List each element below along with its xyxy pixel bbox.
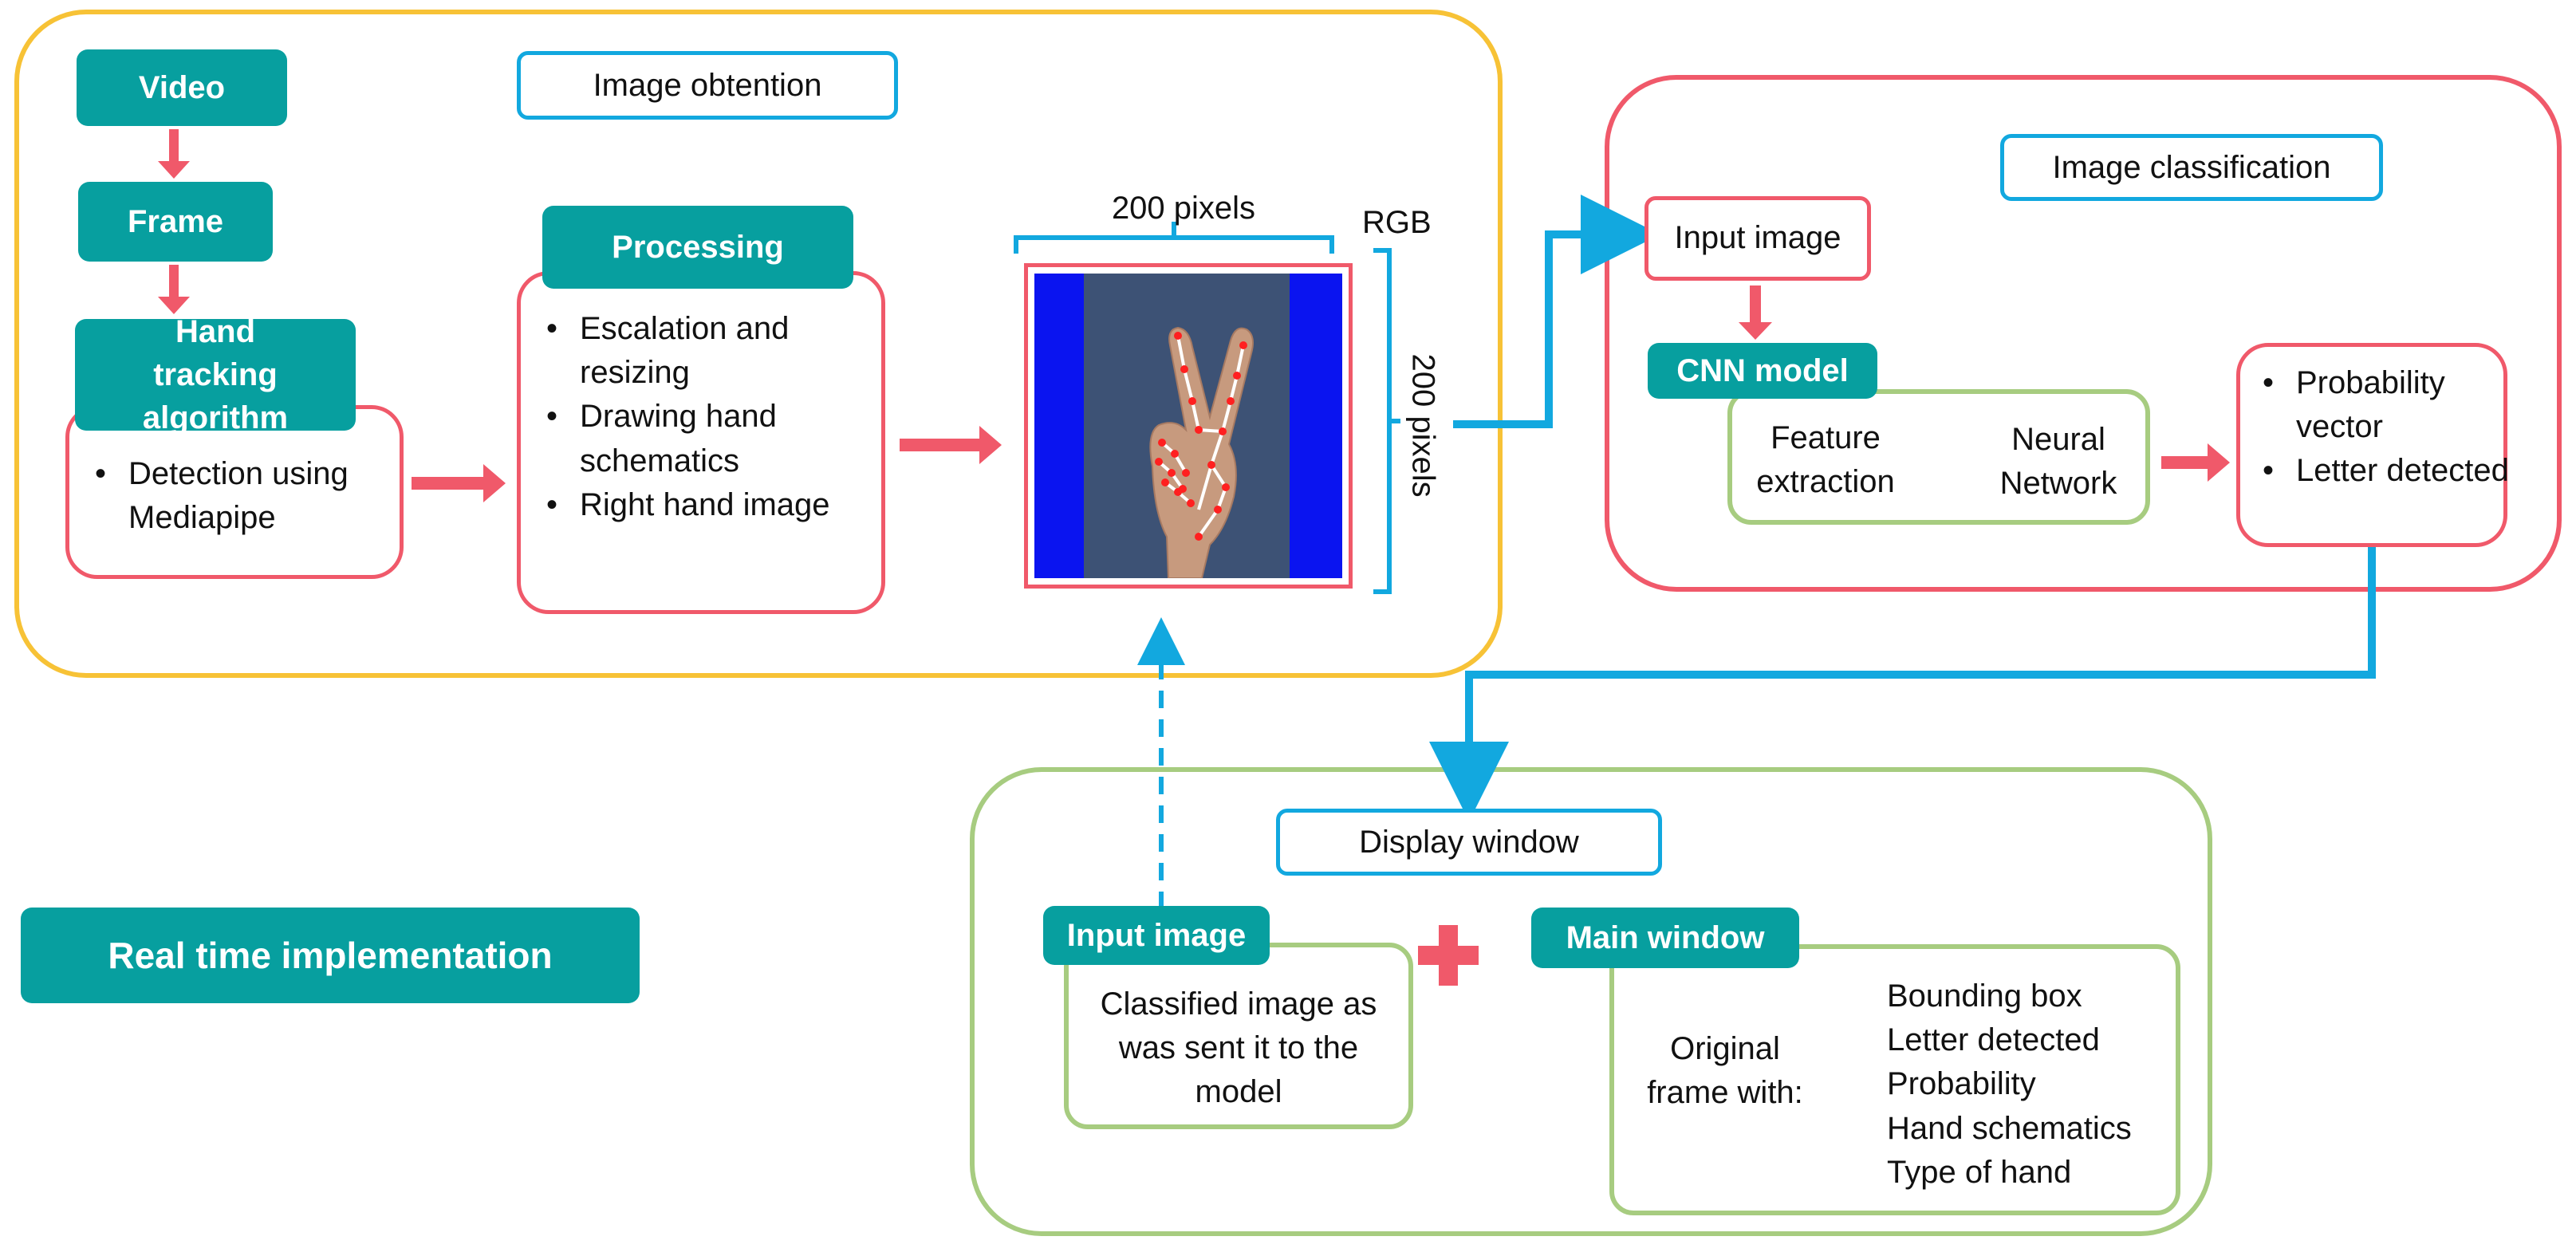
main-window-label: Main window	[1566, 920, 1765, 955]
arrow-neural-output	[2161, 443, 2230, 482]
image-classification-title: Image classification	[2000, 134, 2383, 201]
arrow-tracking-processing	[412, 464, 506, 502]
hand-tracking-item: Detection using Mediapipe	[84, 452, 400, 540]
arrow-image-to-classification	[1453, 195, 1660, 428]
display-input-box: Classified image as was sent it to the m…	[1064, 943, 1413, 1129]
plus-icon	[1418, 925, 1479, 986]
arrow-input-cnn	[1739, 285, 1772, 340]
arrow-frame-tracking	[158, 265, 190, 314]
display-input-desc: Classified image as was sent it to the m…	[1100, 986, 1377, 1110]
height-bracket	[1373, 248, 1400, 594]
processing-label: Processing	[612, 230, 784, 265]
arrow-processing-image	[900, 426, 1002, 464]
image-obtention-title-text: Image obtention	[593, 67, 822, 103]
image-obtention-title: Image obtention	[517, 51, 898, 120]
frame-label: Frame	[127, 204, 224, 239]
hand-tracking-box: Detection using Mediapipe	[65, 405, 404, 579]
image-classification-group	[1605, 75, 2562, 592]
main-window-item: Hand schematics	[1887, 1110, 2132, 1146]
video-label: Video	[138, 70, 226, 105]
display-window-title-text: Display window	[1359, 824, 1579, 860]
classification-output-box: Probability vector Letter detected	[2236, 343, 2509, 547]
processing-box: Escalation and resizing Drawing hand sch…	[517, 271, 885, 614]
classification-output-list: Probability vector Letter detected	[2251, 361, 2511, 494]
processing-item: Right hand image	[535, 483, 851, 527]
processing-item: Escalation and resizing	[535, 307, 851, 395]
main-window-box: Original frame with: Bounding box Letter…	[1609, 944, 2180, 1215]
output-item: Letter detected	[2251, 449, 2511, 493]
neural-network-label: Neural Network	[1999, 422, 2117, 502]
processing-node: Processing	[542, 206, 853, 289]
hand-tracking-node: Hand tracking algorithm	[75, 314, 356, 435]
main-window-item: Type of hand	[1887, 1154, 2072, 1190]
real-time-label-text: Real time implementation	[108, 934, 553, 976]
image-classification-title-text: Image classification	[2052, 149, 2331, 185]
cnn-model-label: CNN model	[1676, 353, 1849, 388]
feature-extraction-label: Feature extraction	[1756, 420, 1895, 500]
hand-image	[1024, 263, 1353, 589]
rgb-label: RGB	[1362, 205, 1432, 240]
width-label: 200 pixels	[1111, 191, 1256, 226]
height-label: 200 pixels	[1405, 353, 1441, 498]
width-bracket	[1014, 222, 1334, 254]
image-obtention-group	[14, 10, 1503, 678]
display-input-label: Input image	[1066, 918, 1247, 953]
classification-input-image: Input image	[1644, 196, 1871, 281]
cnn-model-box	[1727, 389, 2150, 525]
video-node: Video	[77, 49, 287, 126]
main-window-item: Letter detected	[1887, 1022, 2100, 1058]
main-window-item: Bounding box	[1887, 978, 2082, 1014]
display-input-node: Input image	[1043, 906, 1270, 965]
display-window-title: Display window	[1276, 809, 1662, 876]
main-window-item: Probability	[1887, 1066, 2036, 1102]
processing-list: Escalation and resizing Drawing hand sch…	[535, 307, 851, 527]
arrow-video-frame	[158, 129, 190, 179]
processing-item: Drawing hand schematics	[535, 395, 851, 482]
hand-tracking-label: Hand tracking algorithm	[142, 314, 289, 435]
main-window-list: Bounding box Letter detected Probability…	[1887, 975, 2132, 1195]
arrow-classification-to-display	[1429, 547, 2376, 821]
hand-tracking-list: Detection using Mediapipe	[84, 452, 400, 540]
output-item: Probability vector	[2251, 361, 2511, 449]
main-window-node: Main window	[1531, 908, 1799, 968]
original-frame-label: Original frame with:	[1647, 1031, 1803, 1111]
real-time-label: Real time implementation	[21, 908, 640, 1003]
cnn-model-node: CNN model	[1648, 343, 1877, 399]
classification-input-image-label: Input image	[1674, 220, 1841, 256]
frame-node: Frame	[78, 182, 273, 262]
display-window-group	[970, 767, 2212, 1236]
hand-image-graphic	[1034, 274, 1342, 579]
